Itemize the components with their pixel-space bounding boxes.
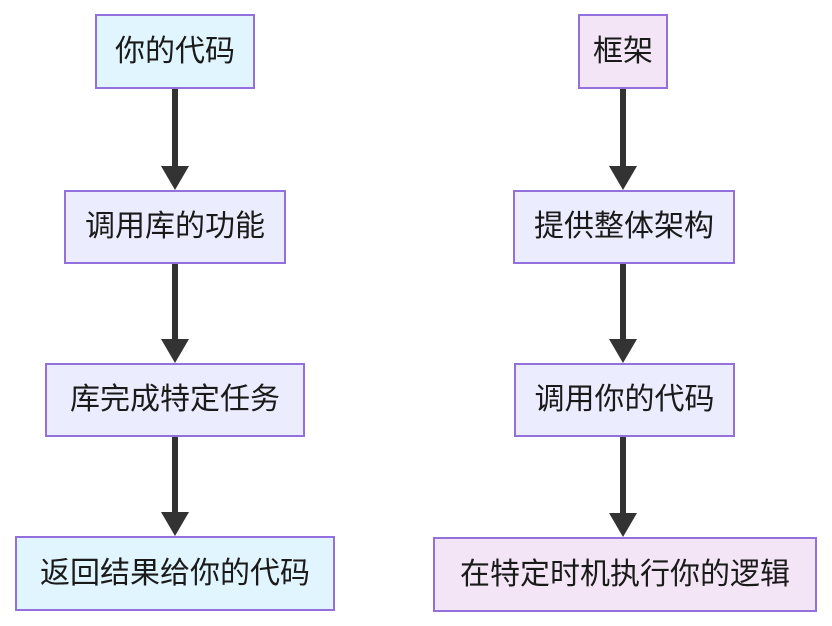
arrow-line [172, 264, 178, 343]
arrow-head-icon [161, 166, 189, 190]
flow-arrow [161, 89, 189, 190]
flow-arrow [161, 264, 189, 363]
flow-arrow [609, 89, 637, 190]
arrow-head-icon [609, 166, 637, 190]
arrow-head-icon [609, 339, 637, 363]
arrow-head-icon [161, 339, 189, 363]
flow-node-call-library: 调用库的功能 [64, 190, 286, 264]
arrow-line [620, 437, 626, 517]
flow-arrow [161, 437, 189, 536]
arrow-line [620, 89, 626, 170]
arrow-line [172, 437, 178, 516]
arrow-line [172, 89, 178, 170]
flow-node-library-task: 库完成特定任务 [45, 363, 305, 437]
arrow-head-icon [161, 512, 189, 536]
arrow-line [620, 264, 626, 343]
flow-arrow [609, 264, 637, 363]
arrow-head-icon [609, 513, 637, 537]
flow-node-return-result: 返回结果给你的代码 [15, 536, 335, 611]
flow-node-call-your-code: 调用你的代码 [514, 363, 735, 437]
flow-node-execute-your-logic: 在特定时机执行你的逻辑 [433, 537, 817, 612]
flow-arrow [609, 437, 637, 537]
flow-node-provide-architecture: 提供整体架构 [513, 190, 735, 264]
flow-node-framework: 框架 [578, 14, 668, 89]
flow-node-your-code: 你的代码 [95, 14, 255, 89]
